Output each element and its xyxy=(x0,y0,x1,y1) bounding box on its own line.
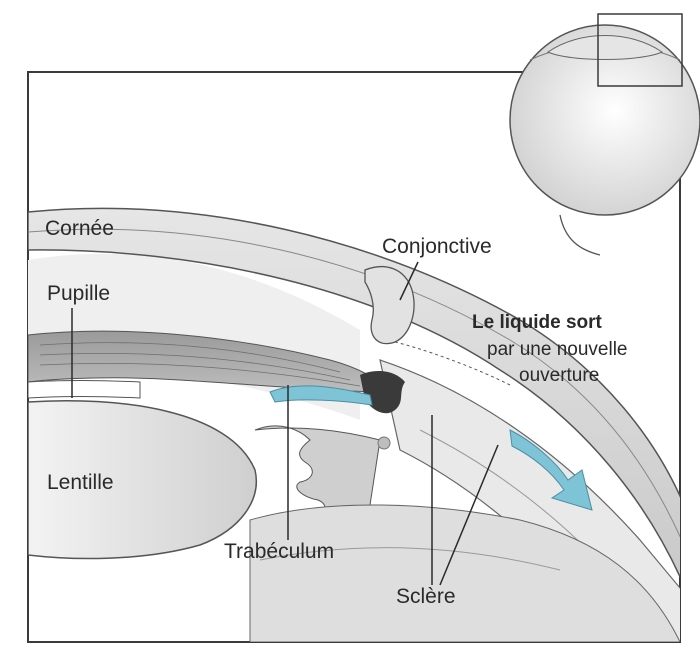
leader-conjunctiva xyxy=(399,261,419,301)
cornea-shape xyxy=(28,207,680,579)
ciliary-body xyxy=(254,425,381,522)
fluid-flow-arrow xyxy=(269,385,373,406)
label-pupil: Pupille xyxy=(47,282,111,305)
label-trabeculum: Trabéculum xyxy=(224,540,335,563)
drainage-bubble xyxy=(377,436,391,450)
pupil-edge xyxy=(28,380,141,399)
label-lens: Lentille xyxy=(47,471,114,494)
lower-tissue xyxy=(249,504,680,642)
leader-sclera-2 xyxy=(439,444,499,586)
label-cornea: Cornée xyxy=(45,217,114,240)
label-fluid-exit-line1: Le liquide sort xyxy=(472,312,602,333)
label-sclera: Sclère xyxy=(396,585,456,608)
label-fluid-exit-line2: par une nouvelle xyxy=(487,339,628,360)
inset-zoom-box xyxy=(597,13,683,87)
label-conjunctiva: Conjonctive xyxy=(382,235,492,258)
lens-shape xyxy=(28,400,257,560)
label-fluid-exit-line3: ouverture xyxy=(519,365,600,386)
inset-eye-globe xyxy=(509,13,700,256)
